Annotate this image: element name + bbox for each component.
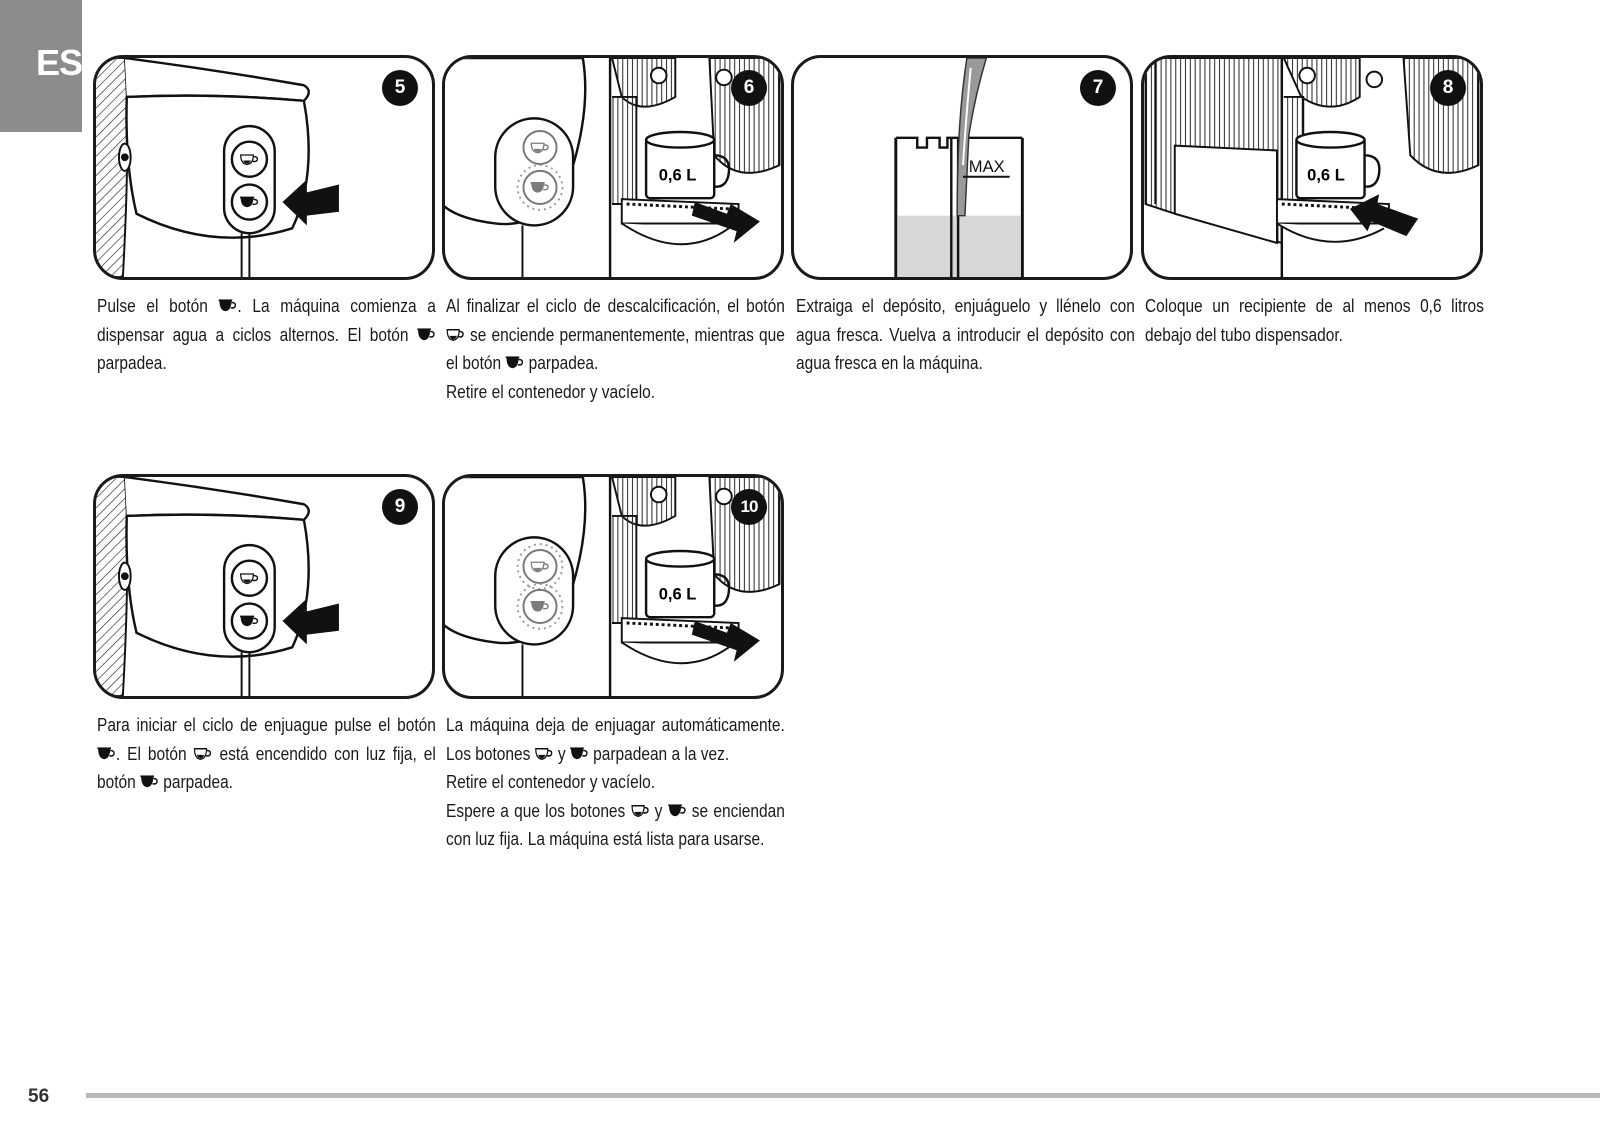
illustration-step-9: 9 (93, 474, 435, 699)
step-number-badge: 6 (731, 70, 767, 106)
caption-step-10: La máquina deja de enjuagar automáticame… (446, 711, 785, 854)
step-number-badge: 7 (1080, 70, 1116, 106)
caption-text: Retire el contenedor y vacíelo. (446, 381, 656, 402)
caption-step-6: Al finalizar el ciclo de descalcificació… (446, 292, 785, 406)
caption-text: se enciende permanentemente, mientras qu… (446, 324, 785, 374)
espresso-cup-filled-icon (97, 747, 116, 761)
step-number-badge: 5 (382, 70, 418, 106)
caption-text: se enciendan con luz fija. La máquina es… (446, 800, 785, 850)
caption-text: Espere a que los botones (446, 800, 631, 821)
caption-text: y (553, 743, 570, 764)
caption-text: . El botón (115, 743, 194, 764)
illustration-step-10: 0,6 L 10 (442, 474, 784, 699)
caption-text: parpadea. (97, 353, 167, 373)
cup-volume-label: 0,6 L (659, 166, 697, 185)
caption-text: La máquina deja de enjuagar automáticame… (446, 715, 785, 764)
page-number: 56 (28, 1086, 50, 1107)
cup-volume-label: 0,6 L (659, 585, 697, 604)
max-fill-label: MAX (969, 157, 1005, 176)
caption-text: Al finalizar el ciclo de descalcificació… (446, 296, 785, 316)
footer-divider (86, 1093, 1600, 1098)
espresso-cup-outline-icon (194, 747, 213, 761)
espresso-cup-filled-icon (219, 299, 238, 313)
espresso-cup-filled-icon (505, 356, 524, 370)
machine-side-buttons-illustration (96, 58, 339, 277)
cup-volume-label: 0,6 L (1307, 166, 1345, 185)
espresso-cup-filled-icon (140, 775, 159, 789)
illustration-step-8: 0,6 L 8 (1141, 55, 1483, 280)
illustration-step-6: 0,6 L 6 (442, 55, 784, 280)
caption-text: y (649, 800, 668, 821)
machine-cup-remove-illustration: 0,6 L (445, 477, 781, 696)
espresso-cup-outline-icon (446, 328, 465, 342)
caption-text: parpadea. (524, 353, 599, 373)
caption-step-8: Coloque un recipiente de al menos 0,6 li… (1145, 292, 1484, 349)
caption-text: Pulse el botón (97, 296, 219, 316)
illustration-step-5: 5 (93, 55, 435, 280)
language-tab: ES (0, 0, 83, 132)
espresso-cup-filled-icon (668, 804, 687, 818)
caption-text: . La máquina comienza a dispensar agua a… (97, 296, 436, 345)
illustration-step-7: MAX 7 (791, 55, 1133, 280)
espresso-cup-filled-icon (417, 328, 436, 342)
caption-step-5: Pulse el botón . La máquina comienza a d… (97, 292, 436, 378)
caption-text: está encendido con luz fija, el botón (97, 743, 436, 793)
caption-text: parpadea. (158, 772, 233, 792)
caption-text: parpadean a la vez. (588, 743, 730, 764)
espresso-cup-outline-icon (535, 747, 554, 761)
caption-text: Extraiga el depósito, enjuáguelo y lléne… (796, 296, 1135, 373)
caption-text: Retire el contenedor y vacíelo. (446, 772, 656, 792)
step-number-badge: 10 (731, 489, 767, 525)
cup-placement-illustration: 0,6 L (1144, 58, 1480, 277)
caption-text: Para iniciar el ciclo de enjuague pulse … (97, 715, 436, 735)
espresso-cup-filled-icon (570, 747, 589, 761)
caption-step-7: Extraiga el depósito, enjuáguelo y lléne… (796, 292, 1135, 378)
machine-side-buttons-illustration (96, 477, 339, 696)
machine-cup-remove-illustration: 0,6 L (445, 58, 781, 277)
step-number-badge: 9 (382, 489, 418, 525)
caption-text: Coloque un recipiente de al menos 0,6 li… (1145, 296, 1484, 345)
step-number-badge: 8 (1430, 70, 1466, 106)
caption-step-9: Para iniciar el ciclo de enjuague pulse … (97, 711, 436, 797)
water-tank-refill-illustration: MAX (894, 58, 1024, 277)
espresso-cup-outline-icon (631, 804, 650, 818)
language-code: ES (36, 42, 83, 83)
